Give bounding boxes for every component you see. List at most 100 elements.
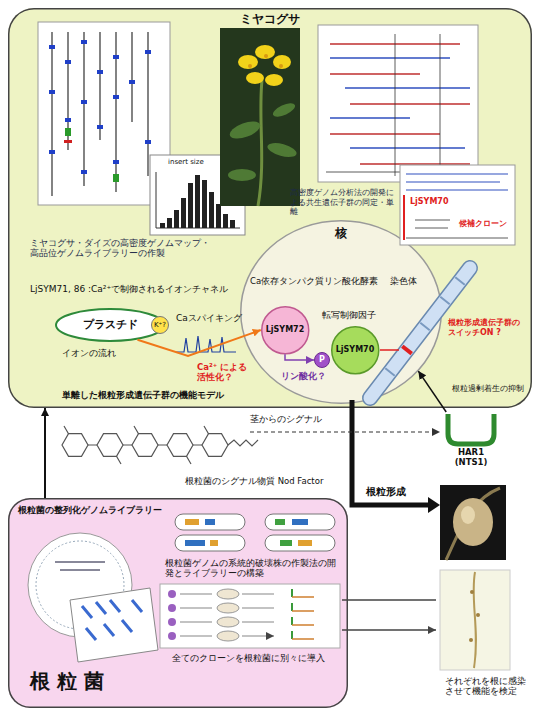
nucleus-ellipse: 核Ca依存タンパク質リン酸化酵素LjSYM72P転写制御因子LjSYM70: [240, 220, 442, 404]
plasmid-constructs: [185, 540, 205, 546]
genome-map-figure: [113, 160, 119, 164]
genome-map-figure: [81, 100, 87, 104]
root-photo: [474, 572, 476, 668]
calcium-spiking-trace: [176, 336, 236, 352]
edge-label-holder: リン酸化？: [280, 371, 327, 381]
plasmid-constructs: [275, 519, 285, 525]
annotation-label-holder: 根粒形成遺伝子群のスイッチON ?: [448, 318, 524, 337]
genome-map-figure: [52, 32, 148, 196]
node-text: Caスパイキング: [176, 313, 242, 324]
insert-size-histogram: [181, 198, 186, 228]
nodulation-arrow: [428, 497, 440, 513]
root-photo: [469, 590, 480, 642]
node-text: 根粒菌ゲノムの系統的破壊株の作製法の開発とライブラリーの構築: [165, 558, 340, 578]
genome-map-figure: [81, 40, 87, 44]
nod-factor-structure: [88, 444, 202, 445]
clone-screening-figure: [168, 604, 176, 612]
plasmid-constructs: [292, 519, 308, 525]
transcription-factor-circle-shape: [332, 327, 379, 374]
plasmid-constructs: [280, 540, 292, 546]
node-text: 単離した根粒形成遺伝子群の機能モデル: [62, 390, 224, 401]
root-photo: [476, 613, 480, 617]
annotation-label-holder: LjSYM70: [410, 197, 449, 207]
nod-factor-structure: [167, 434, 193, 457]
candidate-region-figure: [400, 165, 515, 245]
receptor-node-outline: [440, 412, 502, 480]
candidate-region-figure: [403, 195, 405, 240]
root-photo: [470, 590, 474, 594]
annotation-label-holder: 根粒過剰着生の抑制: [452, 384, 524, 394]
node-text: 高密度ゲノム分析法の開発による共生遺伝子群の同定・単離: [290, 188, 396, 217]
clone-screening-figure: [217, 631, 239, 641]
nod-factor-structure: [97, 434, 123, 457]
transcription-factor-circle: 転写制御因子LjSYM70: [331, 326, 380, 375]
plasmid-constructs: [175, 514, 335, 551]
rhizobium-panel: 根粒菌の整列化ゲノムライブラリー根粒菌ゲノムの系統的破壊株の作製法の開発とライブ…: [8, 498, 348, 708]
genome-map-figure: [49, 40, 151, 174]
node-text-holder: LjSYM71, 86 :Ca²⁺で制御されるイオンチャネル: [30, 284, 228, 295]
kinase-circle-shape: [262, 307, 309, 354]
node-text: K⁺?: [154, 321, 166, 329]
annotation-label-holder: 根粒菌のシグナル物質 Nod Factor: [185, 476, 323, 486]
node-text-holder: 全てのクローンを根粒菌に別々に導入: [172, 653, 325, 663]
candidate-clone-box: 候補クローン: [455, 216, 511, 232]
genome-map-figure: [38, 22, 170, 205]
clone-screening-figure: [168, 590, 176, 598]
lotus-photo: [279, 64, 283, 68]
annotation-label: 根粒過剰着生の抑制: [452, 384, 524, 394]
genome-map-figure: [97, 125, 103, 129]
annotation-label-holder: 茎からのシグナル: [250, 414, 322, 424]
annotation-label-holder: 根粒形成: [366, 486, 406, 498]
bac-contig-figure: [330, 58, 470, 148]
node-text: HAR1 (NTS1): [451, 447, 491, 467]
annotation-label: LjSYM70: [410, 197, 449, 207]
rhizobium-genome-figure: [28, 533, 158, 662]
insert-size-histogram: [202, 180, 207, 228]
lotus-photo: [265, 74, 283, 86]
plant-panel: ミヤコグサミヤコグサ・ダイズの高密度ゲノムマップ・高品位ゲノムライブラリーの作製…: [8, 8, 532, 408]
lotus-photo: [228, 169, 256, 181]
insert-size-histogram: [216, 204, 221, 228]
genome-map-figure: [65, 60, 71, 64]
node-text-holder: LjSYM72: [266, 325, 305, 335]
genome-map-figure: [113, 95, 119, 99]
node-text-holder: P: [319, 355, 325, 365]
insert-size-histogram: [188, 183, 193, 228]
clone-screening-figure: [160, 584, 340, 648]
plasmid-constructs: [185, 519, 199, 525]
rhizobium-genome-figure: [82, 600, 142, 640]
annotation-label-holder: それぞれを根に感染させて機能を検定: [445, 676, 527, 696]
lotus-photo: [220, 28, 300, 206]
node-text-holder: 根粒菌ゲノムの系統的破壊株の作製法の開発とライブラリーの構築: [165, 558, 340, 578]
channel-circle-shape: [152, 317, 169, 334]
lotus-photo: [264, 54, 268, 58]
genome-map-figure: [64, 140, 72, 143]
genome-map-figure: [145, 140, 151, 144]
node-text-holder: 高密度ゲノム分析法の開発による共生遺伝子群の同定・単離: [290, 188, 396, 217]
clone-screening-figure: [217, 589, 239, 599]
clone-screening-figure: [180, 594, 274, 636]
node-text-holder: 根 粒 菌: [30, 669, 104, 693]
bac-contig-figure: [326, 34, 472, 176]
connector-arrow: [138, 330, 261, 356]
insert-size-histogram: [160, 175, 235, 228]
genome-map-figure: [65, 128, 119, 182]
edge-label-holder: Ca²⁺ による活性化？: [196, 362, 250, 382]
node-text: P: [319, 355, 325, 365]
connector-arrow: [418, 371, 446, 412]
node-text-holder: LjSYM70: [336, 345, 375, 355]
chromosome-bar: [380, 349, 399, 351]
phosphate-circle-shape: [315, 353, 330, 368]
plastid-ellipse-shape: [56, 309, 164, 341]
nod-factor-structure: [64, 426, 209, 464]
node-text-holder: Ca依存タンパク質リン酸化酵素: [250, 276, 378, 286]
plasmid-constructs: [205, 519, 215, 525]
genome-map-figure: [49, 150, 55, 154]
bac-contig-figure: [318, 25, 478, 182]
node-text-holder: HAR1 (NTS1): [451, 447, 491, 467]
node-text: ミヤコグサ: [240, 12, 300, 26]
rhizobium-genome-figure: [55, 562, 105, 570]
lotus-photo: [228, 100, 298, 181]
annotation-label: 根粒形成: [366, 486, 406, 498]
